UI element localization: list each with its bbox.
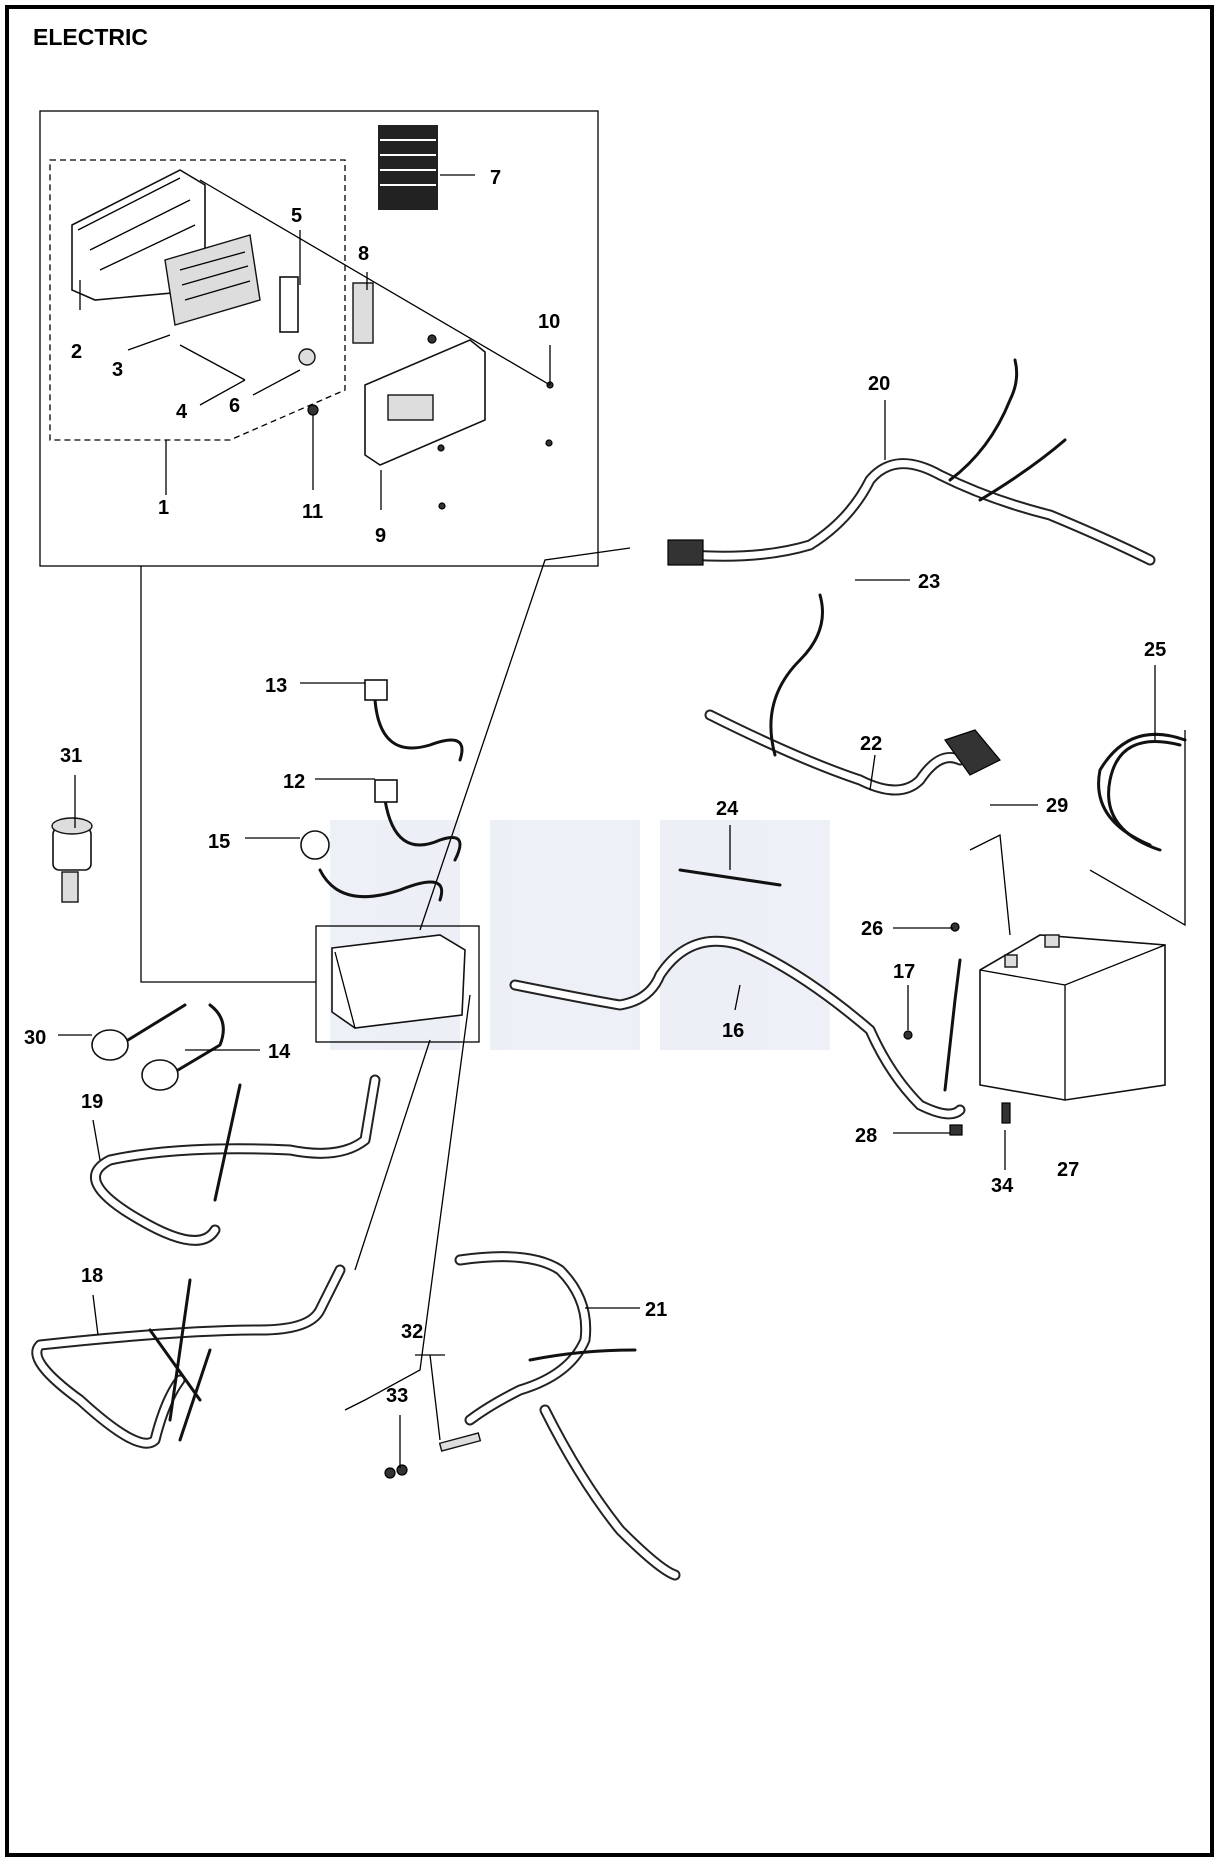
cable-22 (704, 593, 1001, 796)
harness-21 (454, 1251, 681, 1581)
cable-24 (678, 868, 782, 887)
callout-12: 12 (283, 771, 305, 793)
screw-9b (545, 439, 553, 447)
battery-leader-22 (969, 833, 1011, 936)
callout-9: 9 (375, 525, 386, 547)
callout-17: 17 (893, 961, 915, 983)
callout-6: 6 (229, 395, 240, 417)
callout-32: 32 (401, 1321, 423, 1343)
fuse-strip (279, 276, 299, 333)
harness-18 (31, 1264, 346, 1449)
callout-20: 20 (868, 373, 890, 395)
callout-22: 22 (860, 733, 882, 755)
callout-19: 19 (81, 1091, 103, 1113)
screw-11 (307, 404, 319, 416)
callout-18: 18 (81, 1265, 103, 1287)
callout-14: 14 (268, 1041, 291, 1063)
callout-10: 10 (538, 311, 560, 333)
callout-27: 27 (1057, 1159, 1079, 1181)
knob-14 (141, 1059, 179, 1091)
battery-leader-25 (1089, 730, 1186, 927)
callout-2: 2 (71, 341, 82, 363)
leader-to-18 (344, 994, 471, 1411)
screw-inset (427, 334, 437, 344)
callout-5: 5 (291, 205, 302, 227)
leader-22 (869, 754, 876, 791)
leader-16 (734, 984, 741, 1011)
callout-13: 13 (265, 675, 287, 697)
assembly-1-dashed-outline (49, 159, 346, 441)
harness-19 (90, 1074, 381, 1246)
cable-15 (318, 868, 443, 902)
callout-26: 26 (861, 918, 883, 940)
control-module (331, 934, 466, 1029)
label-sheet-7 (378, 125, 438, 210)
leader-to-21 (354, 1039, 431, 1271)
clip-28 (949, 1124, 963, 1136)
rod-32 (438, 1432, 482, 1452)
battery-27 (979, 934, 1166, 1101)
nuts-33 (384, 1464, 408, 1479)
cable-14 (126, 1003, 225, 1072)
callout-1: 1 (158, 497, 169, 519)
connector-15 (300, 830, 330, 860)
leader-to-20 (419, 547, 631, 931)
cable-13 (373, 698, 464, 762)
control-box-frame (315, 925, 480, 1043)
page-title: ELECTRIC (33, 24, 148, 50)
diagram-frame (5, 5, 1214, 1857)
inset-leader-4 (179, 344, 246, 381)
callout-28: 28 (855, 1125, 877, 1147)
hour-meter-31 (51, 817, 93, 903)
grommet-6 (298, 348, 316, 366)
callout-29: 29 (1046, 795, 1068, 817)
callout-33: 33 (386, 1385, 408, 1407)
screw-9a (437, 444, 445, 452)
sensor-34 (1001, 1102, 1011, 1124)
callout-7: 7 (490, 167, 501, 189)
callout-21: 21 (645, 1299, 667, 1321)
harness-16 (509, 935, 966, 1120)
inset-leader (199, 179, 551, 386)
callout-25: 25 (1144, 639, 1166, 661)
leader-19 (92, 1119, 101, 1161)
callout-34: 34 (991, 1175, 1014, 1197)
connector-12 (374, 779, 398, 803)
callout-11: 11 (302, 501, 323, 523)
callout-24: 24 (716, 798, 739, 820)
connector-13 (364, 679, 388, 701)
harness-20 (667, 358, 1156, 566)
callout-15: 15 (208, 831, 230, 853)
bolt-26 (950, 922, 960, 932)
leader-32 (415, 1354, 445, 1441)
cover-9 (364, 339, 486, 466)
callout-30: 30 (24, 1027, 46, 1049)
callout-16: 16 (722, 1020, 744, 1042)
leader-18 (92, 1294, 99, 1336)
cable-12 (383, 798, 462, 862)
circuit-board (164, 234, 261, 326)
callout-31: 31 (60, 745, 82, 767)
leader-3 (127, 334, 171, 351)
control-unit-inset-box (39, 110, 599, 567)
cable-25 (1097, 732, 1187, 852)
callout-4: 4 (176, 401, 188, 423)
screw-17 (903, 1030, 913, 1040)
inset-connector-line (140, 566, 316, 983)
label-8 (352, 282, 374, 344)
screw-9c (438, 502, 446, 510)
leader-4-b (199, 379, 246, 406)
callout-3: 3 (112, 359, 123, 381)
knob-30 (91, 1029, 129, 1061)
leader-6 (252, 369, 301, 396)
callout-23: 23 (918, 571, 940, 593)
callout-8: 8 (358, 243, 369, 265)
